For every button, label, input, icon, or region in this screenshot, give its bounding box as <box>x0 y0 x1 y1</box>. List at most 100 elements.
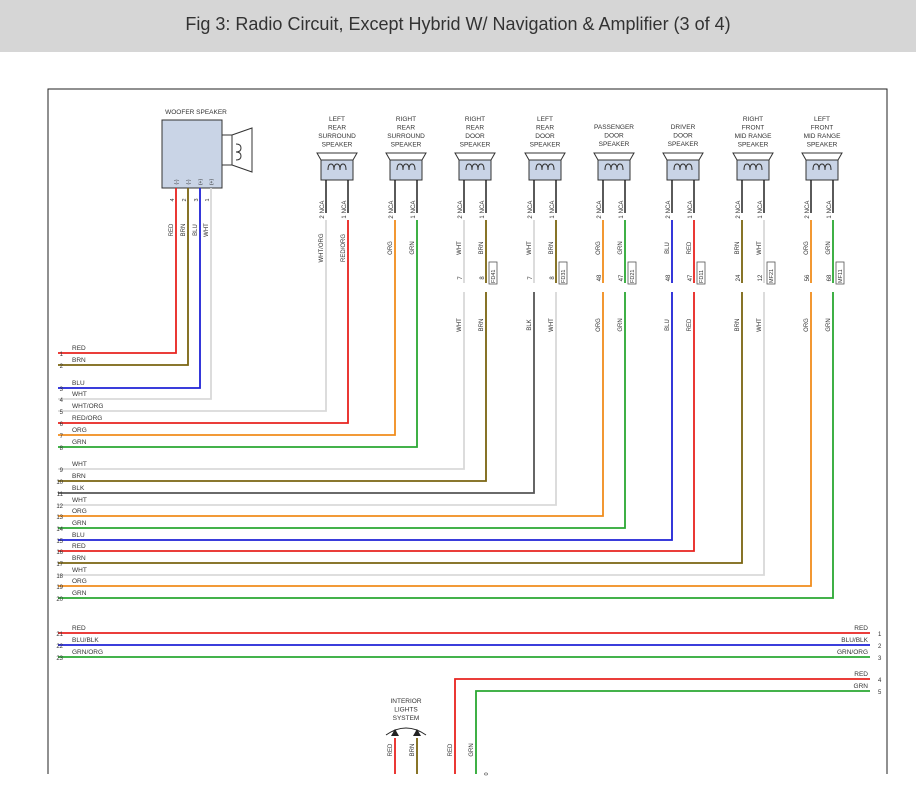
speaker-box <box>666 159 700 181</box>
speaker-cone <box>524 152 566 161</box>
speaker-nca-label: NCA <box>597 201 603 214</box>
speaker-coil-icon <box>604 163 624 171</box>
left-wire-label: GRN <box>72 439 87 446</box>
right-pin: 5 <box>878 690 882 696</box>
left-pin: 19 <box>56 585 63 591</box>
left-pin: 3 <box>60 387 64 393</box>
interior-wire-label: BRN <box>410 744 416 757</box>
lower-wire-label: BLK <box>527 319 533 330</box>
speaker-wire-label: BRN <box>479 242 485 255</box>
speaker-wire <box>58 292 626 529</box>
speaker-label: DOOR <box>673 133 693 140</box>
left-pin: 11 <box>57 492 64 498</box>
connector-tag <box>488 261 498 285</box>
speaker-pin: 1 <box>480 215 486 219</box>
woofer-pin: 2 <box>182 198 188 201</box>
left-wire-label: ORG <box>72 427 87 434</box>
woofer-wire-label: BLU <box>193 224 199 236</box>
woofer-cone <box>231 127 253 173</box>
lower-wire-label: ORG <box>596 318 602 332</box>
lower-wire-label: WHT <box>457 318 463 332</box>
connector-pin: 47 <box>688 274 694 281</box>
woofer-wire-label: BRN <box>181 224 187 237</box>
speaker-wire <box>58 292 465 470</box>
speaker-nca-label: NCA <box>688 201 694 214</box>
speaker-nca-label: NCA <box>550 201 556 214</box>
connector-name: FD31 <box>561 270 567 283</box>
through-left-pin: 22 <box>56 644 63 650</box>
left-wire-label: ORG <box>72 508 87 515</box>
speaker-label: FRONT <box>811 125 833 132</box>
woofer-wire <box>58 188 212 400</box>
woofer-wire <box>58 188 201 389</box>
woofer-wire-label: RED <box>169 223 175 236</box>
connector-name: FD21 <box>630 270 636 283</box>
through-left-pin: 21 <box>56 632 63 638</box>
left-pin: 7 <box>60 434 64 440</box>
speaker-box <box>389 159 423 181</box>
left-pin: 18 <box>56 574 63 580</box>
speaker-wire <box>58 220 327 412</box>
speaker-coil-icon <box>396 163 416 171</box>
connector-name: MF21 <box>769 269 775 283</box>
woofer-terminal: (-) <box>186 179 192 184</box>
speaker-wire <box>58 220 349 424</box>
woofer-pin: 3 <box>194 198 200 201</box>
connector-pin: 7 <box>528 276 534 280</box>
speaker-nca-label: NCA <box>736 201 742 214</box>
speaker-label: DOOR <box>535 133 555 140</box>
left-wire-label: RED <box>72 543 86 550</box>
speaker-label: SPEAKER <box>322 142 353 149</box>
speaker-box <box>736 159 770 181</box>
speaker-wire-label: WHT <box>457 241 463 255</box>
speaker-label: SPEAKER <box>530 142 561 149</box>
right-pin: 4 <box>878 678 882 684</box>
left-pin: 15 <box>56 539 63 545</box>
left-wire-label: WHT <box>72 497 87 504</box>
speaker-wire <box>58 292 487 482</box>
woofer-pin: 1 <box>205 198 211 201</box>
speaker-cone <box>385 152 427 161</box>
diagram-frame <box>47 88 888 774</box>
speaker-cone <box>316 152 358 161</box>
left-wire-label: WHT <box>72 567 87 574</box>
speaker-nca-label: NCA <box>480 201 486 214</box>
speaker-pin: 2 <box>805 215 811 219</box>
left-wire-label: RED <box>72 345 86 352</box>
speaker-box <box>597 159 631 181</box>
figure-title: Fig 3: Radio Circuit, Except Hybrid W/ N… <box>185 14 731 34</box>
connector-pin: 47 <box>619 274 625 281</box>
left-pin: 17 <box>56 562 63 568</box>
speaker-wire-label: RED <box>687 241 693 254</box>
right-wire-label: RED <box>854 671 868 678</box>
left-wire-label: BLK <box>72 485 85 492</box>
interior-connector-icon <box>391 729 399 736</box>
lower-wire-label: GRN <box>618 318 624 331</box>
speaker-pin: 1 <box>758 215 764 219</box>
speaker-box <box>320 159 354 181</box>
connector-name: FD11 <box>699 270 705 283</box>
through-right-pin: 3 <box>878 656 882 662</box>
connector-tag <box>558 261 568 285</box>
woofer-wire-label: WHT <box>204 223 210 237</box>
speaker-wire-label: GRN <box>618 241 624 254</box>
speaker-wire-label: RED/ORG <box>341 234 347 262</box>
bottom-pin: 0 <box>484 772 490 775</box>
speaker-coil-icon <box>535 163 555 171</box>
connector-pin: 8 <box>480 276 486 280</box>
speaker-pin: 2 <box>528 215 534 219</box>
left-pin: 12 <box>56 504 63 510</box>
speaker-label: REAR <box>536 125 554 132</box>
interior-label: SYSTEM <box>393 715 420 722</box>
left-pin: 2 <box>60 364 64 370</box>
speaker-wire-label: BRN <box>549 242 555 255</box>
speaker-label: MID RANGE <box>735 133 773 140</box>
speaker-nca-label: NCA <box>389 201 395 214</box>
left-pin: 1 <box>60 352 64 358</box>
figure-header: Fig 3: Radio Circuit, Except Hybrid W/ N… <box>0 0 916 52</box>
through-wire-label-left: GRN/ORG <box>72 649 103 656</box>
woofer-label: WOOFER SPEAKER <box>165 109 227 116</box>
interior-bracket <box>385 727 427 736</box>
speaker-pin: 1 <box>688 215 694 219</box>
speaker-wire <box>58 292 535 494</box>
